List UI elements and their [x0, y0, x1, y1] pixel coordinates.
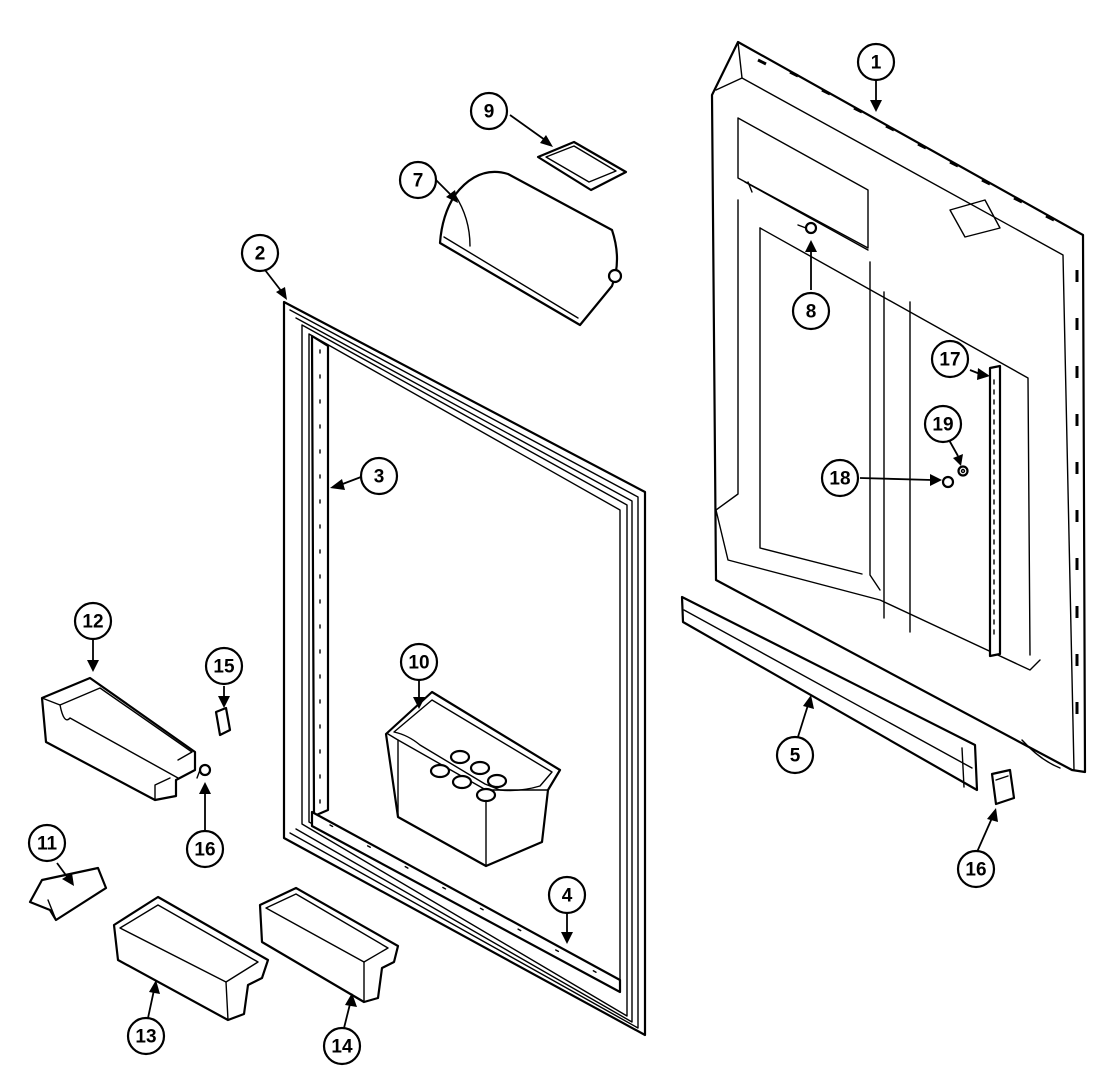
callout-17: 17 — [930, 339, 970, 379]
svg-text:16: 16 — [965, 860, 986, 881]
svg-text:3: 3 — [374, 467, 385, 488]
svg-text:4: 4 — [562, 886, 573, 907]
svg-text:7: 7 — [413, 171, 424, 192]
callout-5: 5 — [775, 735, 815, 775]
callout-15: 15 — [204, 646, 244, 686]
svg-text:2: 2 — [255, 244, 266, 265]
svg-text:15: 15 — [213, 657, 235, 678]
callout-2: 2 — [240, 233, 280, 273]
svg-text:8: 8 — [806, 302, 817, 323]
callout-14: 14 — [322, 1026, 362, 1066]
callout-9: 9 — [469, 91, 509, 131]
egg-bucket-10 — [384, 690, 562, 868]
svg-text:13: 13 — [135, 1027, 156, 1048]
svg-text:11: 11 — [37, 834, 58, 855]
callout-8: 8 — [791, 291, 831, 331]
cover-9 — [536, 140, 628, 192]
svg-text:5: 5 — [790, 746, 801, 767]
divider-11 — [28, 866, 108, 922]
door-bin-12 — [40, 676, 197, 802]
washer-19 — [957, 465, 969, 477]
svg-text:14: 14 — [331, 1037, 353, 1058]
liner-edge-dashes — [757, 58, 1079, 714]
rail-17 — [988, 364, 1002, 658]
callout-18: 18 — [820, 458, 860, 498]
callout-12: 12 — [73, 601, 113, 641]
pin-16-left — [196, 763, 212, 779]
svg-text:9: 9 — [484, 102, 495, 123]
callout-7: 7 — [398, 160, 438, 200]
door-bin-14 — [258, 886, 400, 1004]
callout-10: 10 — [399, 642, 439, 682]
bottom-rail-4 — [310, 810, 622, 994]
callout-19: 19 — [923, 404, 963, 444]
svg-text:16: 16 — [194, 840, 215, 861]
leader-lines — [56, 81, 998, 1029]
callout-16-left: 16 — [185, 829, 225, 869]
screw-8 — [797, 221, 818, 235]
clip-15 — [214, 706, 232, 737]
shelf-rail-3 — [310, 334, 330, 818]
callout-16-right: 16 — [956, 849, 996, 889]
door-bin-13 — [112, 895, 270, 1022]
callout-3: 3 — [359, 456, 399, 496]
callout-4: 4 — [547, 875, 587, 915]
clip-16-right — [990, 768, 1016, 806]
callouts: 1 2 3 4 5 7 8 9 — [27, 42, 996, 1066]
trim-strip-5 — [680, 595, 979, 792]
egg-cups — [429, 749, 508, 803]
svg-text:12: 12 — [82, 612, 103, 633]
dairy-door-7 — [438, 170, 623, 327]
svg-text:10: 10 — [408, 653, 429, 674]
svg-text:19: 19 — [932, 415, 953, 436]
callout-13: 13 — [126, 1016, 166, 1056]
svg-text:1: 1 — [871, 53, 882, 74]
callout-11: 11 — [27, 823, 67, 863]
screw-18 — [941, 475, 955, 489]
callout-1: 1 — [856, 42, 896, 82]
svg-text:18: 18 — [829, 469, 850, 490]
svg-text:17: 17 — [939, 350, 960, 371]
